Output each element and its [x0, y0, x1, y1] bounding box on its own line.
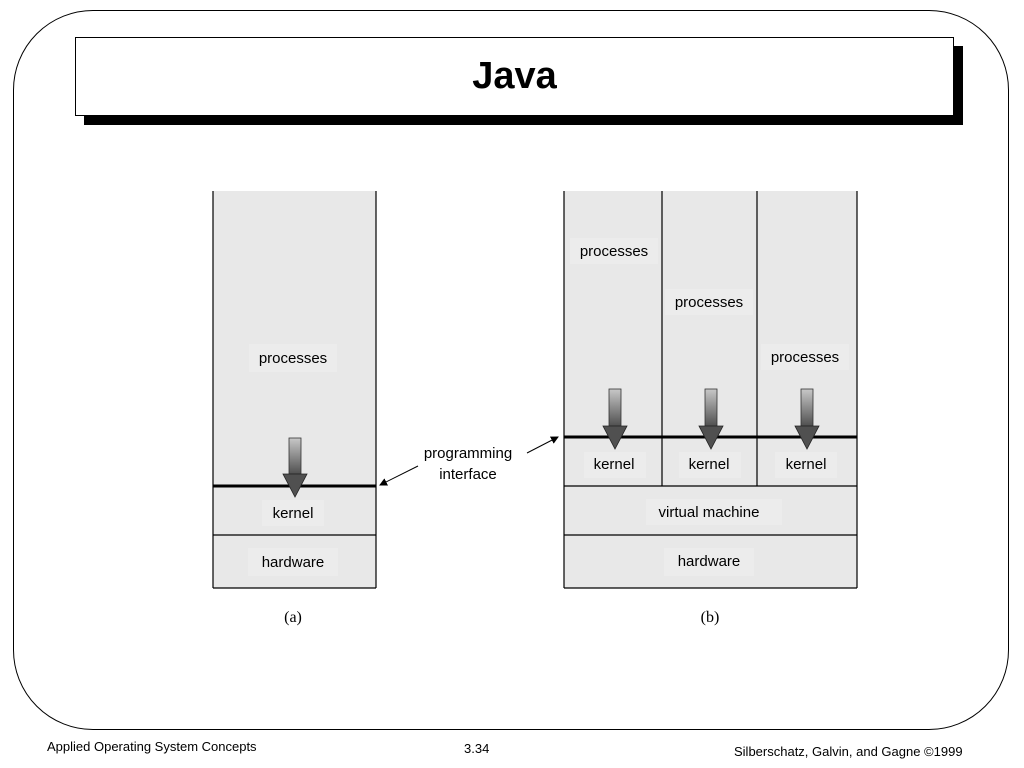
diagram-b: processes processes processes kernel ker… [563, 191, 858, 626]
processes-label-b2: processes [675, 294, 743, 311]
diagram-a: processes kernel hardware (a) [212, 191, 377, 626]
slide-title: Java [472, 55, 557, 97]
footer-authors: Silberschatz, Galvin, and Gagne ©1999 [734, 744, 963, 759]
down-arrow-icon [602, 388, 628, 450]
slide-frame [13, 10, 1009, 730]
kernel-label-b1: kernel [594, 456, 635, 473]
down-arrow-icon [698, 388, 724, 450]
kernel-label-b3: kernel [786, 456, 827, 473]
kernel-label-a: kernel [273, 505, 314, 522]
title-box: Java [75, 37, 954, 116]
kernel-label-b2: kernel [689, 456, 730, 473]
annotation-line-1: programming [424, 445, 512, 462]
processes-label-a: processes [259, 350, 327, 367]
processes-label-b1: processes [580, 243, 648, 260]
hardware-label-a: hardware [262, 554, 325, 571]
caption-b: (b) [701, 609, 720, 626]
hardware-label-b: hardware [678, 553, 741, 570]
footer-course-title: Applied Operating System Concepts [47, 739, 257, 754]
caption-a: (a) [284, 609, 302, 626]
annotation-arrow-right-icon [526, 436, 559, 454]
annotation-line-2: interface [439, 466, 497, 483]
down-arrow-icon [282, 437, 308, 498]
footer-slide-number: 3.34 [464, 741, 490, 756]
down-arrow-icon [794, 388, 820, 450]
diagram-a-fill [213, 191, 376, 588]
annotation-arrow-left-icon [379, 465, 419, 486]
virtual-machine-label: virtual machine [659, 504, 760, 521]
processes-label-b3: processes [771, 349, 839, 366]
programming-interface-annotation: programming interface [379, 436, 559, 486]
